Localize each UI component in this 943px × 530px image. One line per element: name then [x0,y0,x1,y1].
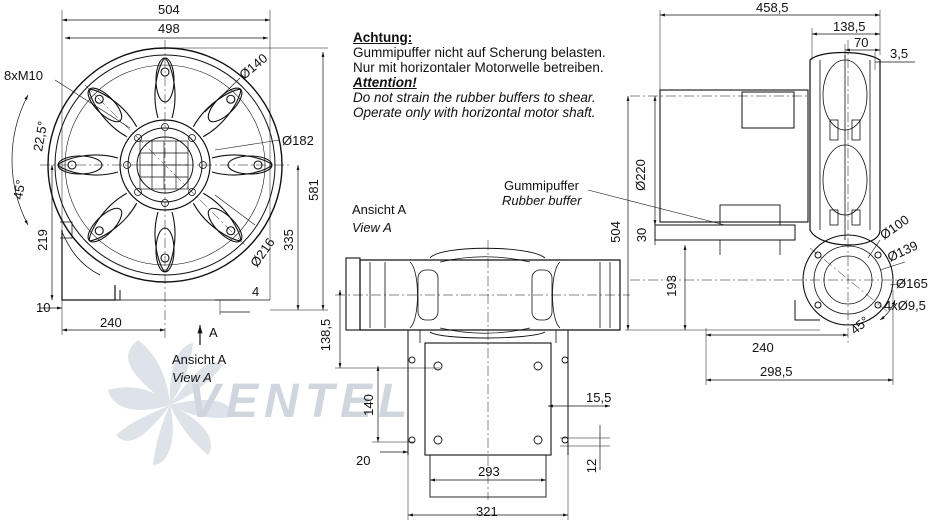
dim-30: 30 [634,228,649,242]
front-view [11,10,328,345]
view-a-arrow-label: A [209,325,218,340]
dim-10: 10 [36,300,50,315]
dim-581: 581 [306,179,321,201]
dim-321: 321 [476,504,498,519]
dia-140: Ø140 [236,50,270,82]
dim-140: 140 [361,394,376,416]
note-line-de-2: Nur mit horizontaler Motorwelle betreibe… [353,60,604,75]
side-view [587,10,915,385]
dia-165: Ø165 [896,276,928,291]
note-line-en-2: Operate only with horizontal motor shaft… [353,105,596,120]
dim-70: 70 [854,35,868,50]
angle-45-side: 45° [847,313,872,337]
dim-504-top: 504 [158,2,180,17]
dim-458-5: 458,5 [756,0,789,15]
note-line-en-1: Do not strain the rubber buffers to shea… [353,90,596,105]
dia-100: Ø100 [877,212,912,243]
dim-3-5: 3,5 [890,46,908,61]
dim-293: 293 [478,464,500,479]
dim-498: 498 [158,21,180,36]
warning-notes: Achtung: Gummipuffer nicht auf Scherung … [353,30,606,120]
dim-138-5-side: 138,5 [833,19,866,34]
bolt-callout: 8xM10 [4,68,43,83]
dim-219: 219 [35,229,50,251]
view-a-label-de: Ansicht A [172,352,227,367]
note-line-de-1: Gummipuffer nicht auf Scherung belasten. [353,45,606,60]
dim-12: 12 [584,459,599,473]
dim-15-5: 15,5 [586,390,611,405]
view-a-label-en: View A [172,370,212,385]
holes-callout: 4xØ9,5 [884,298,926,313]
note-heading-en: Attention! [353,75,417,90]
dim-504-side: 504 [608,221,623,243]
dia-139: Ø139 [885,238,920,265]
dim-298-5: 298,5 [760,364,793,379]
dia-220: Ø220 [633,159,648,191]
angle-45: 45° [10,179,28,201]
view-a2-label-en: View A [352,220,392,235]
buffer-label-de: Gummipuffer [504,178,580,193]
watermark-brand: VENTEL [188,375,413,428]
angle-22-5: 22,5° [30,120,50,153]
bottom-view [335,240,630,520]
dim-20: 20 [356,453,370,468]
dia-182: Ø182 [282,133,314,148]
dim-335: 335 [281,229,296,251]
dim-240: 240 [100,315,122,330]
watermark-logo: VENTEL [108,340,413,465]
fan-logo-icon [108,340,233,465]
buffer-label-en: Rubber buffer [502,193,582,208]
note-heading-de: Achtung: [353,30,413,45]
dim-4: 4 [252,284,259,299]
dim-138-5-bottom: 138,5 [318,319,333,352]
dim-193: 193 [664,275,679,297]
dim-240-side: 240 [752,340,774,355]
view-a2-label-de: Ansicht A [352,202,407,217]
dia-216: Ø216 [247,235,278,270]
